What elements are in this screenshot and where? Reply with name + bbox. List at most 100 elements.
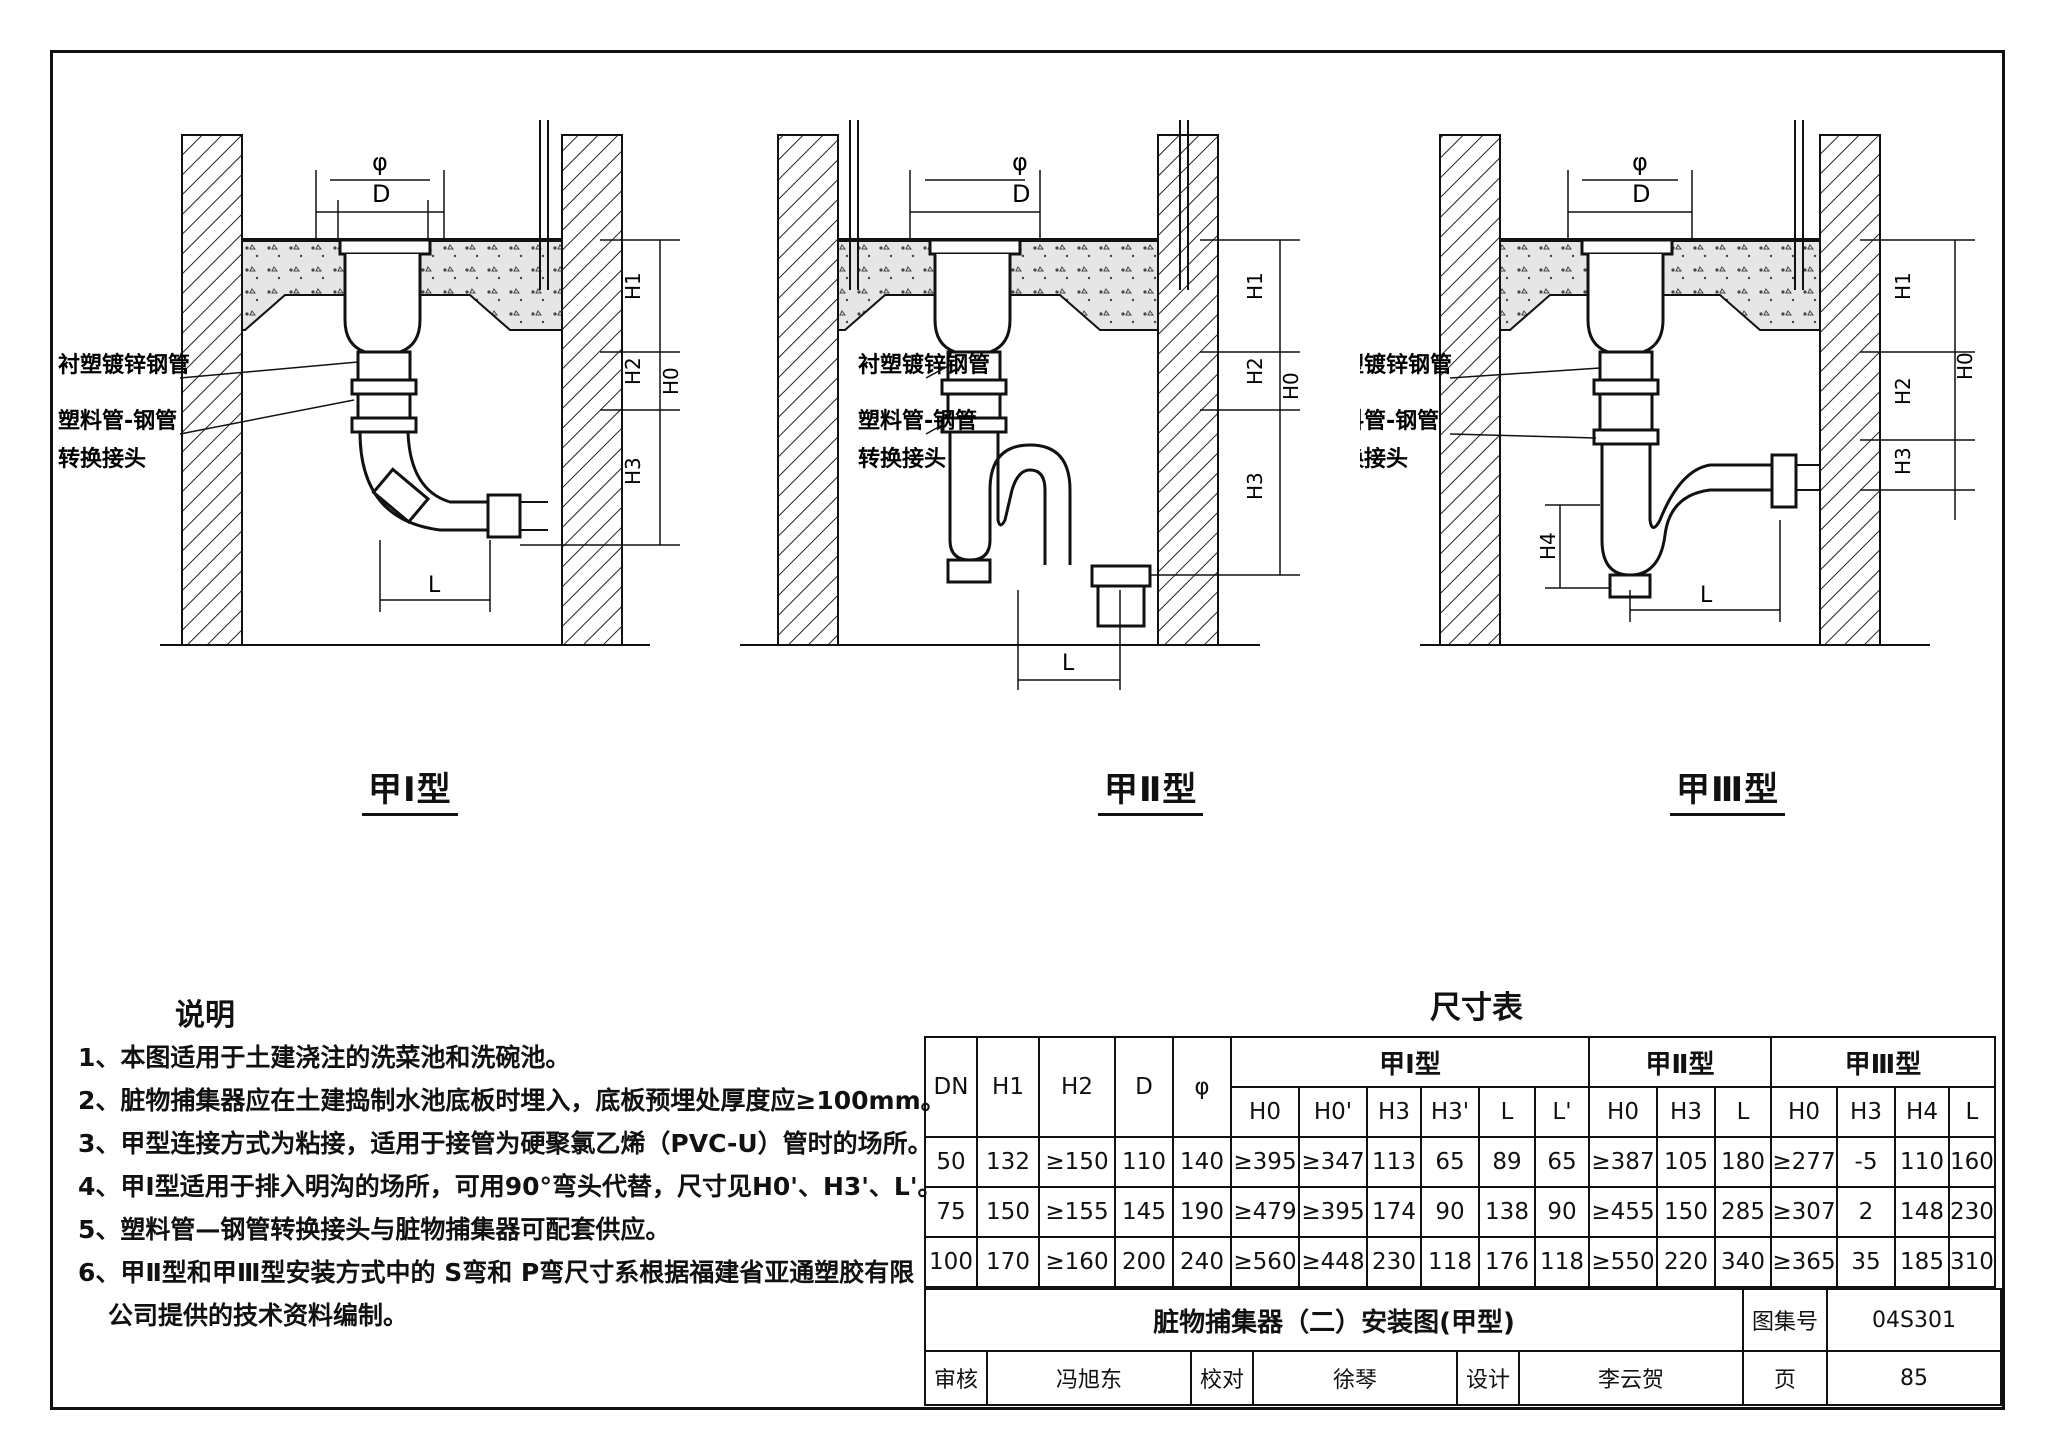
- cell: 105: [1656, 1136, 1716, 1188]
- cell: ≥395: [1230, 1136, 1300, 1188]
- callout-pipe2: 塑料管-钢管: [58, 408, 177, 434]
- group-header: 甲Ⅱ型: [1588, 1036, 1772, 1088]
- col-header: D: [1114, 1036, 1174, 1138]
- phi-label: φ: [1632, 148, 1648, 176]
- cell: 140: [1172, 1136, 1232, 1188]
- cell: ≥307: [1770, 1186, 1838, 1238]
- callout-pipe1: 衬塑镀锌钢管: [858, 352, 990, 378]
- cell: ≥560: [1230, 1236, 1300, 1288]
- callout-pipe1: 衬塑镀锌钢管: [58, 352, 190, 378]
- design-label: 设计: [1456, 1350, 1520, 1406]
- table-title: 尺寸表: [1430, 990, 1523, 1026]
- note-item: 5、塑料管—钢管转换接头与脏物捕集器可配套供应。: [78, 1215, 671, 1244]
- caption-type-1: 甲Ⅰ型: [362, 762, 458, 816]
- sub-header: L: [1714, 1086, 1772, 1138]
- cell: 176: [1478, 1236, 1536, 1288]
- figure-type-2: φ D H1 H2 H3 H0 L 衬塑镀锌钢管 塑料管-钢管 转换接头: [740, 120, 1303, 690]
- note-item: 公司提供的技术资料编制。: [108, 1301, 409, 1330]
- h3-label: H3: [621, 457, 645, 485]
- cell: ≥395: [1298, 1186, 1368, 1238]
- h0-label: H0: [1279, 372, 1303, 400]
- h0-label: H0: [659, 367, 683, 395]
- note-item: 1、本图适用于土建浇注的洗菜池和洗碗池。: [78, 1043, 571, 1072]
- designer-name: 李云贺: [1518, 1350, 1744, 1406]
- checker-name: 徐琴: [1252, 1350, 1458, 1406]
- sub-header: H3: [1656, 1086, 1716, 1138]
- review-label: 审核: [924, 1350, 988, 1406]
- l-label: L: [1700, 583, 1713, 608]
- group-header: 甲Ⅰ型: [1230, 1036, 1590, 1088]
- sub-header: H3: [1366, 1086, 1422, 1138]
- cell: 65: [1534, 1136, 1590, 1188]
- notes-title: 说明: [175, 998, 235, 1033]
- callout-pipe2: 塑料管-钢管: [858, 408, 977, 434]
- callout-pipe3: 转换接头: [1360, 446, 1408, 472]
- caption-type-2: 甲Ⅱ型: [1098, 762, 1204, 816]
- phi-label: φ: [1012, 148, 1028, 176]
- cell: 145: [1114, 1186, 1174, 1238]
- dimension-table: DN H1 H2 D φ 甲Ⅰ型 甲Ⅱ型 甲Ⅲ型 H0 H0' H3 H3' L…: [924, 1036, 1996, 1288]
- cell: 75: [924, 1186, 978, 1238]
- cell: 220: [1656, 1236, 1716, 1288]
- cell: 230: [1948, 1186, 1996, 1238]
- notes-list: 1、本图适用于土建浇注的洗菜池和洗碗池。 2、脏物捕集器应在土建捣制水池底板时埋…: [78, 1036, 946, 1337]
- reviewer-name: 冯旭东: [986, 1350, 1192, 1406]
- h2-label: H2: [1891, 377, 1915, 405]
- cell: 118: [1420, 1236, 1480, 1288]
- h1-label: H1: [621, 272, 645, 300]
- h4-label: H4: [1536, 532, 1560, 560]
- sub-header: H3: [1836, 1086, 1896, 1138]
- cell: 118: [1534, 1236, 1590, 1288]
- cell: 89: [1478, 1136, 1536, 1188]
- cell: 170: [976, 1236, 1040, 1288]
- callout-pipe2: 塑料管-钢管: [1360, 408, 1439, 434]
- note-item: 6、甲Ⅱ型和甲Ⅲ型安装方式中的 S弯和 P弯尺寸系根据福建省亚通塑胶有限: [78, 1258, 915, 1287]
- cell: 230: [1366, 1236, 1422, 1288]
- d-label: D: [1012, 180, 1030, 208]
- cell: ≥155: [1038, 1186, 1116, 1238]
- cell: ≥150: [1038, 1136, 1116, 1188]
- cell: 65: [1420, 1136, 1480, 1188]
- col-header: H1: [976, 1036, 1040, 1138]
- sub-header: H0: [1588, 1086, 1658, 1138]
- sub-header: L: [1478, 1086, 1536, 1138]
- cell: 150: [976, 1186, 1040, 1238]
- cell: 150: [1656, 1186, 1716, 1238]
- h2-label: H2: [1243, 357, 1267, 385]
- cell: ≥347: [1298, 1136, 1368, 1188]
- cell: 340: [1714, 1236, 1772, 1288]
- h3-label: H3: [1243, 472, 1267, 500]
- group-header: 甲Ⅲ型: [1770, 1036, 1996, 1088]
- callout-pipe3: 转换接头: [58, 446, 146, 472]
- cell: 174: [1366, 1186, 1422, 1238]
- d-label: D: [1632, 180, 1650, 208]
- cell: ≥277: [1770, 1136, 1838, 1188]
- page-number: 85: [1826, 1350, 2002, 1406]
- sub-header: H0': [1298, 1086, 1368, 1138]
- cell: ≥479: [1230, 1186, 1300, 1238]
- sub-header: L: [1948, 1086, 1996, 1138]
- drawing-frame: [50, 50, 2005, 1410]
- sub-header: H4: [1894, 1086, 1950, 1138]
- note-item: 2、脏物捕集器应在土建捣制水池底板时埋入，底板预埋处厚度应≥100mm。: [78, 1086, 946, 1115]
- h1-label: H1: [1891, 272, 1915, 300]
- caption-type-3: 甲Ⅲ型: [1670, 762, 1786, 816]
- figure-type-3: φ D H1 H2 H3 H0 H4 L 衬塑镀锌钢管 塑料管-钢管 转换接头: [1360, 120, 1977, 646]
- cell: 110: [1894, 1136, 1950, 1188]
- note-item: 3、甲型连接方式为粘接，适用于接管为硬聚氯乙烯（PVC-U）管时的场所。: [78, 1129, 933, 1158]
- cell: 185: [1894, 1236, 1950, 1288]
- h3-label: H3: [1891, 447, 1915, 475]
- sub-header: H3': [1420, 1086, 1480, 1138]
- cell: ≥160: [1038, 1236, 1116, 1288]
- h0-label: H0: [1953, 352, 1977, 380]
- page-label: 页: [1742, 1350, 1828, 1406]
- title-block: 脏物捕集器（二）安装图(甲型) 图集号 04S301 审核 冯旭东 校对 徐琴 …: [924, 1288, 2002, 1406]
- cell: 50: [924, 1136, 978, 1188]
- cell: 100: [924, 1236, 978, 1288]
- atlas-label: 图集号: [1742, 1288, 1828, 1352]
- cell: 110: [1114, 1136, 1174, 1188]
- atlas-number: 04S301: [1826, 1288, 2002, 1352]
